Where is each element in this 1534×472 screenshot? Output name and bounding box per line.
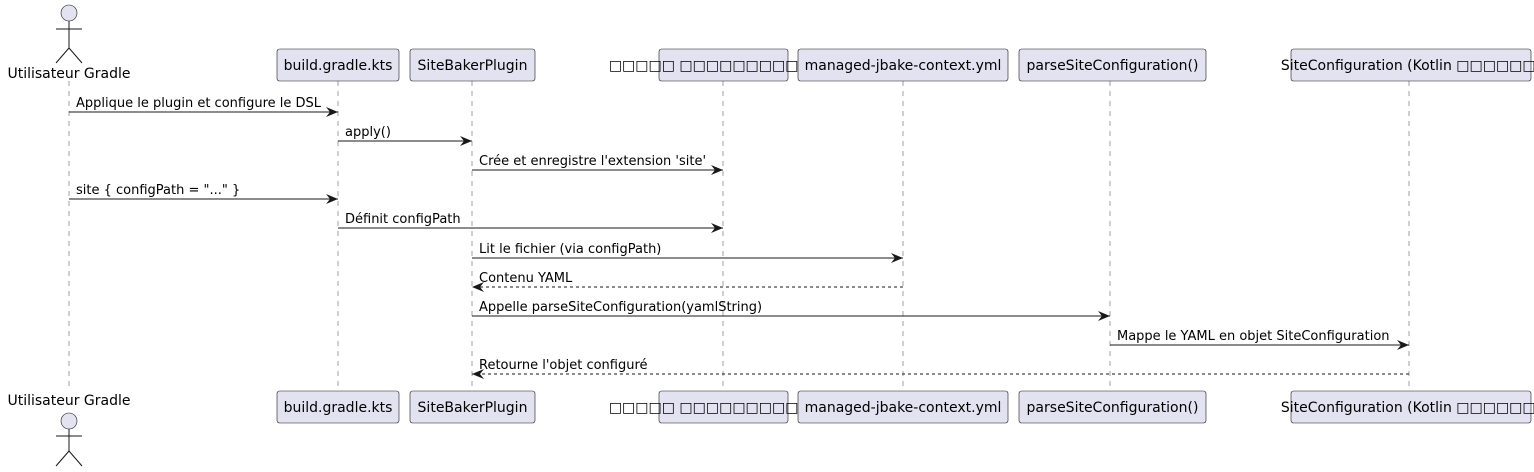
message-4: site { configPath = "..." } [69, 183, 338, 204]
participant-box [1018, 390, 1207, 424]
messages: Applique le plugin et configure le DSL ap… [69, 96, 1409, 379]
message-label: Crée et enregistre l'extension 'site' [479, 154, 706, 169]
message-6: Lit le fichier (via configPath) [472, 242, 903, 263]
participant-box [658, 390, 789, 424]
participant-conf-bottom: SiteConfiguration (Kotlin □□□□□□) [1281, 390, 1534, 424]
lifelines [68, 81, 1410, 391]
participant-label: SiteBakerPlugin [418, 400, 528, 416]
participant-plugin-bottom: SiteBakerPlugin [409, 390, 536, 424]
participant-box [276, 390, 400, 424]
actor-label: Utilisateur Gradle [7, 66, 130, 82]
message-1: Applique le plugin et configure le DSL [69, 96, 338, 117]
participant-ext-bottom: □□□□□ □□□□□□□□□□□□ [609, 390, 838, 424]
participant-label: parseSiteConfiguration() [1027, 58, 1199, 74]
message-label: Appelle parseSiteConfiguration(yamlStrin… [479, 300, 762, 315]
participant-ext-top: □□□□□ □□□□□□□□□□□□ [609, 48, 838, 82]
participant-box [409, 390, 536, 424]
message-8: Appelle parseSiteConfiguration(yamlStrin… [472, 300, 1110, 321]
message-10: Retourne l'objet configuré [472, 358, 1409, 379]
message-3: Crée et enregistre l'extension 'site' [472, 154, 723, 175]
message-label: Définit configPath [345, 212, 461, 227]
participant-label: SiteBakerPlugin [418, 58, 528, 74]
participant-box [409, 48, 536, 82]
participant-label: □□□□□ □□□□□□□□□□□□ [609, 58, 838, 74]
message-label: Applique le plugin et configure le DSL [76, 96, 322, 111]
participant-label: build.gradle.kts [284, 58, 393, 74]
participant-box [1018, 48, 1207, 82]
message-5: Définit configPath [338, 212, 723, 233]
actor-head-icon [60, 412, 78, 430]
participant-yml-top: managed-jbake-context.yml [797, 48, 1009, 82]
participant-parse-top: parseSiteConfiguration() [1018, 48, 1207, 82]
message-label: apply() [345, 125, 391, 140]
actor-body-icon [55, 21, 83, 64]
participant-label: build.gradle.kts [284, 400, 393, 416]
participant-parse-bottom: parseSiteConfiguration() [1018, 390, 1207, 424]
participant-box [1290, 48, 1532, 82]
message-label: Lit le fichier (via configPath) [479, 242, 661, 257]
participant-label: □□□□□ □□□□□□□□□□□□ [609, 400, 838, 416]
participant-yml-bottom: managed-jbake-context.yml [797, 390, 1009, 424]
message-9: Mappe le YAML en objet SiteConfiguration [1110, 329, 1409, 350]
participant-box [1290, 390, 1532, 424]
message-label: Contenu YAML [479, 271, 573, 286]
message-label: Retourne l'objet configuré [479, 358, 648, 373]
participant-label: parseSiteConfiguration() [1027, 400, 1199, 416]
participant-label: SiteConfiguration (Kotlin □□□□□□) [1281, 400, 1534, 416]
participant-box [797, 48, 1009, 82]
actor-head-icon [60, 4, 78, 22]
participant-label: managed-jbake-context.yml [805, 400, 1002, 416]
participant-conf-top: SiteConfiguration (Kotlin □□□□□□) [1281, 48, 1534, 82]
participant-build-bottom: build.gradle.kts [276, 390, 400, 424]
participant-build-top: build.gradle.kts [276, 48, 400, 82]
participant-label: managed-jbake-context.yml [805, 58, 1002, 74]
actor-bottom: Utilisateur Gradle [7, 393, 131, 467]
participant-box [797, 390, 1009, 424]
message-label: Mappe le YAML en objet SiteConfiguration [1117, 329, 1390, 344]
participant-label: SiteConfiguration (Kotlin □□□□□□) [1281, 58, 1534, 74]
message-2: apply() [338, 125, 472, 146]
actor-label: Utilisateur Gradle [7, 393, 130, 409]
participant-plugin-top: SiteBakerPlugin [409, 48, 536, 82]
message-label: site { configPath = "..." } [76, 183, 240, 198]
message-7: Contenu YAML [472, 271, 903, 292]
participant-box [658, 48, 789, 82]
participant-box [276, 48, 400, 82]
actor-top: Utilisateur Gradle [7, 4, 131, 82]
actor-body-icon [55, 429, 83, 467]
